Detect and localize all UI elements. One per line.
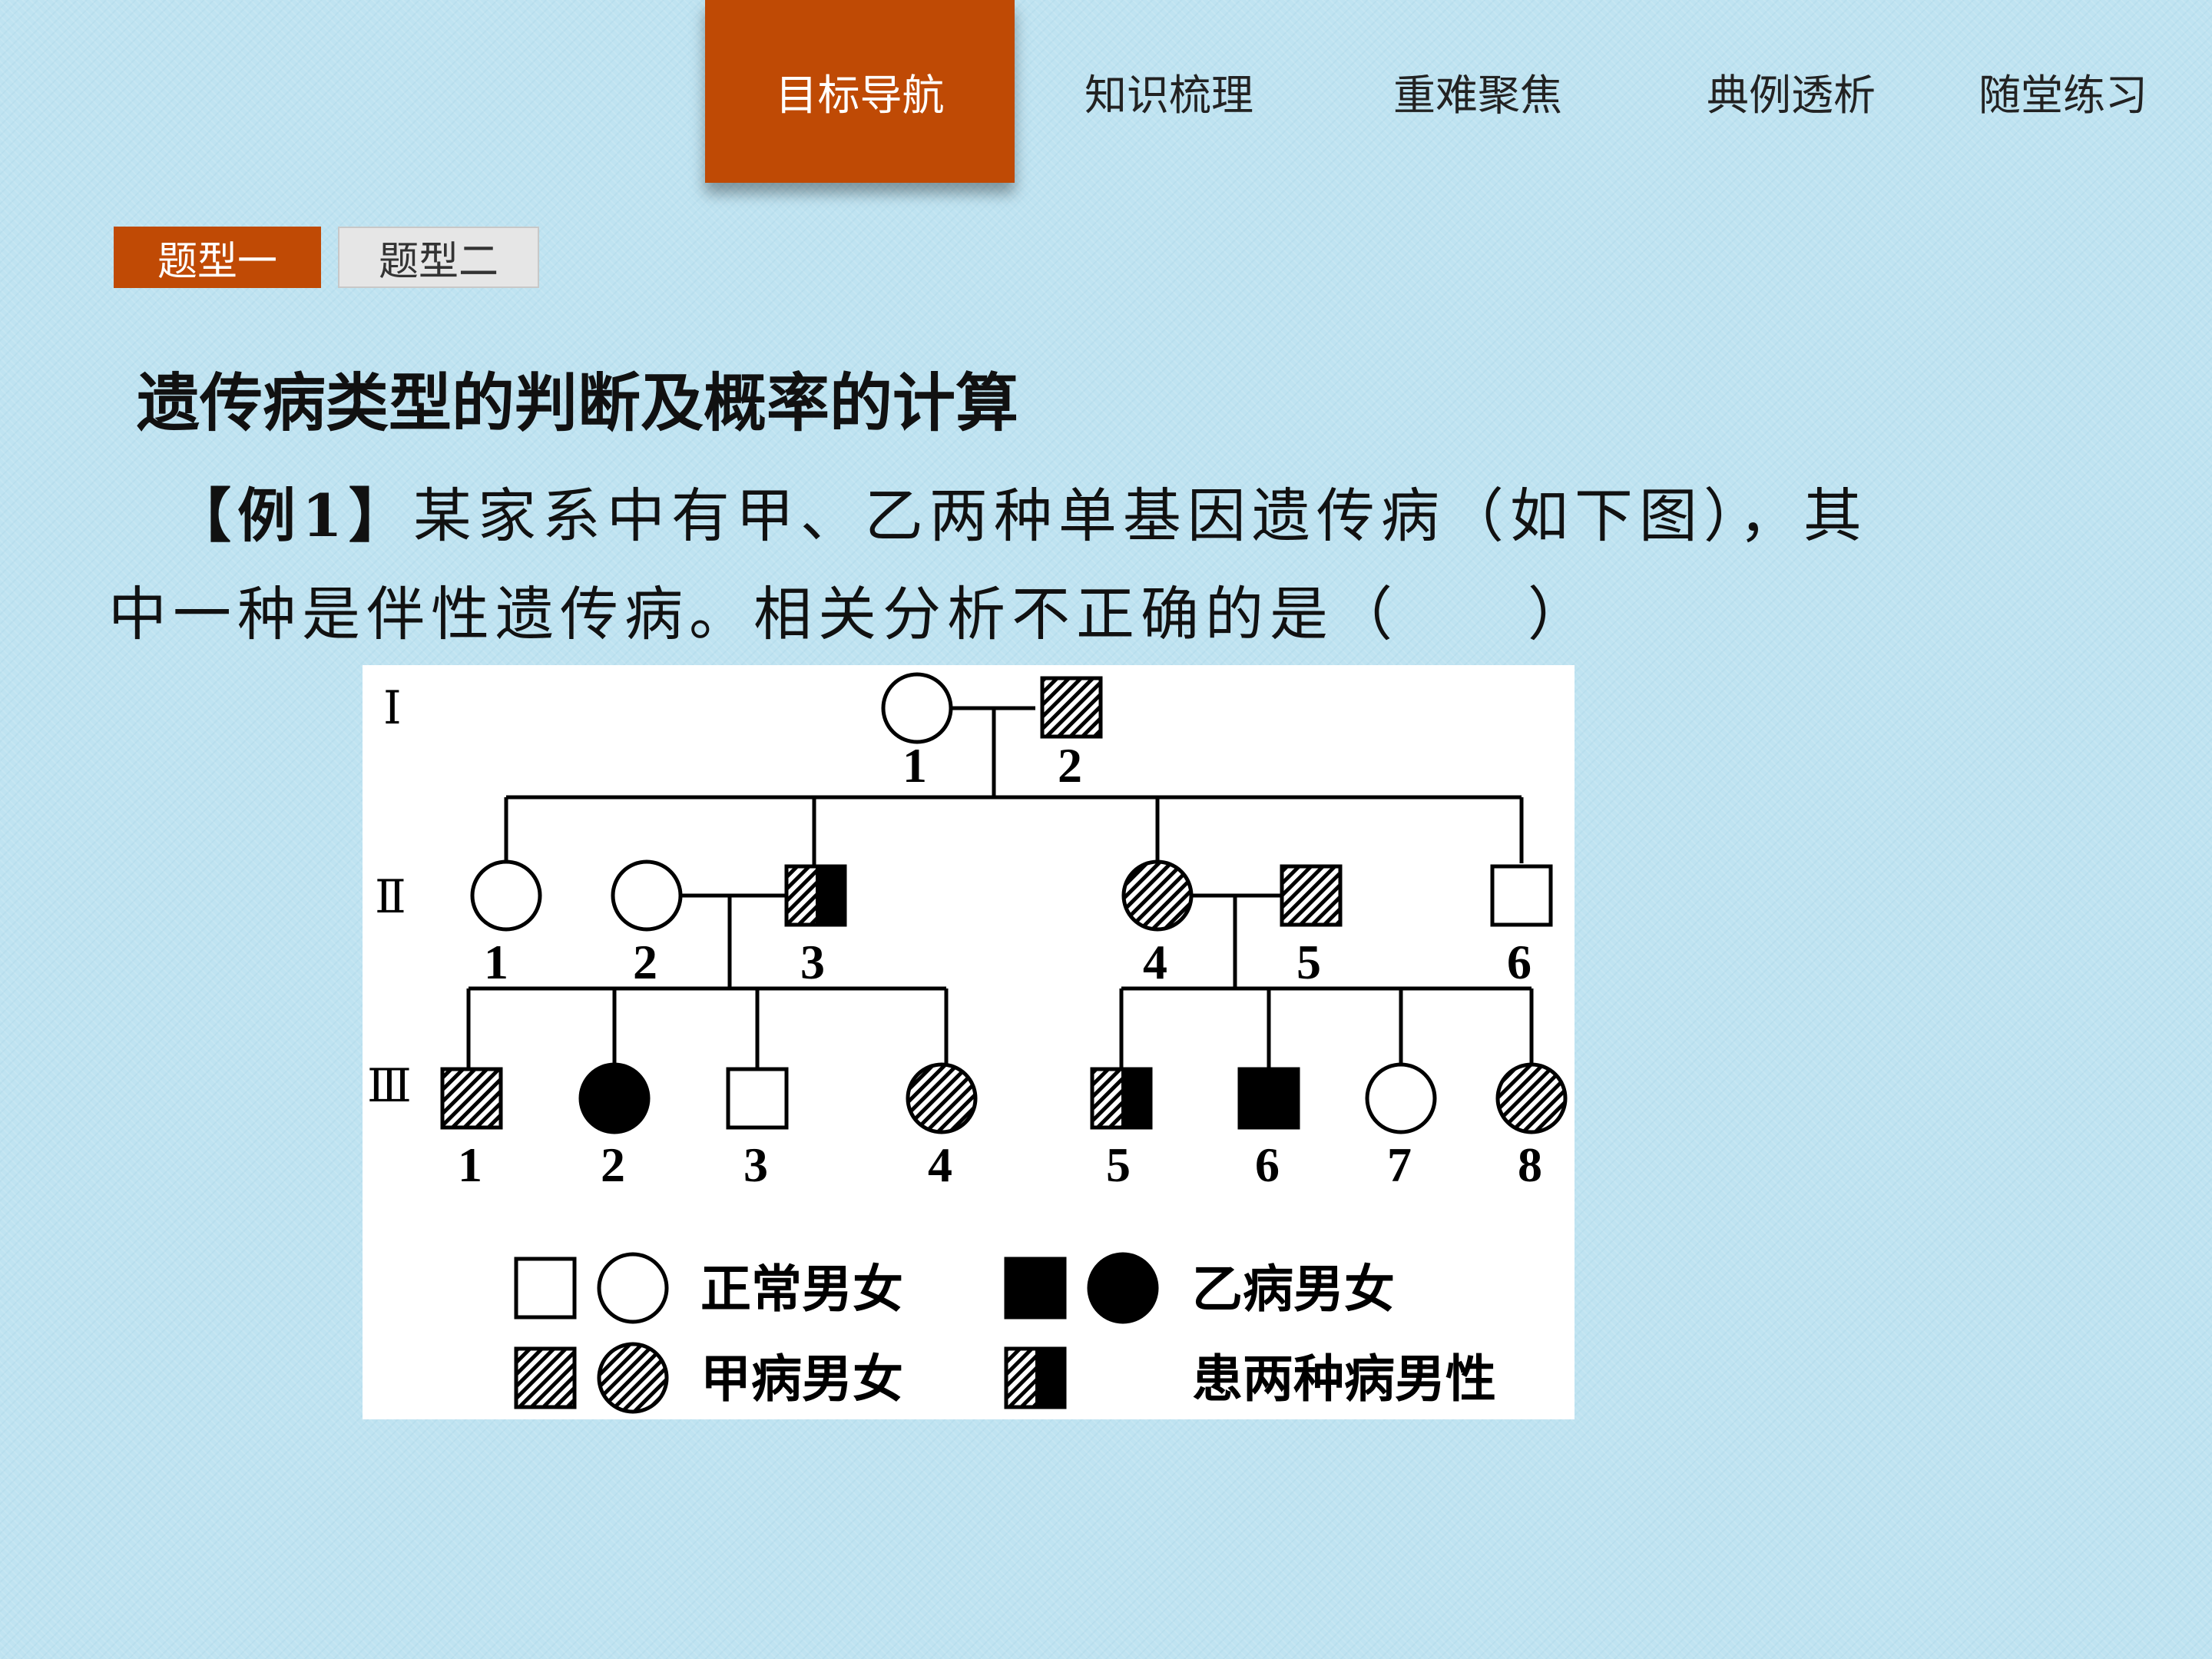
- pedigree-figure: Ⅰ Ⅱ Ⅲ 1 2 1 2 3 4 5 6 1 2 3 4 5 6 7 8 正常…: [363, 665, 1575, 1419]
- individual-III7-normal-female: [1365, 1062, 1437, 1134]
- individual-II3-both-male: [784, 864, 847, 927]
- tab-type-one[interactable]: 题型一: [114, 227, 321, 288]
- gen-label-2: Ⅱ: [375, 870, 406, 924]
- num-III6: 6: [1255, 1137, 1280, 1192]
- individual-II6-normal-male: [1490, 864, 1553, 927]
- gen-label-1: Ⅰ: [383, 681, 402, 735]
- legend-both-male-symbol: [1004, 1346, 1067, 1409]
- num-II4: 4: [1143, 935, 1167, 989]
- nav-item-focus[interactable]: 重难聚焦: [1392, 71, 1562, 120]
- num-II1: 1: [484, 935, 508, 989]
- individual-III1-jia-male: [440, 1067, 503, 1130]
- section-heading: 遗传病类型的判断及概率的计算: [137, 367, 1019, 440]
- nav-item-goals[interactable]: 目标导航: [705, 0, 1015, 183]
- individual-III2-yi-female: [578, 1062, 651, 1134]
- question-text: 【例1】某家系中有甲、乙两种单基因遗传病（如下图），其 中一种是伴性遗传病。相关…: [108, 467, 2008, 664]
- legend: 正常男女 乙病男女 甲病男女 患两种病男性: [514, 1252, 1496, 1414]
- individual-III3-normal-male: [726, 1067, 789, 1130]
- num-II5: 5: [1296, 935, 1321, 989]
- legend-yi-female-symbol: [1087, 1252, 1159, 1324]
- legend-normal-label: 正常男女: [700, 1260, 903, 1319]
- individual-I2-jia-male: [1040, 676, 1103, 739]
- question-text-line1: 某家系中有甲、乙两种单基因遗传病（如下图），其: [412, 482, 1868, 550]
- legend-yi-label: 乙病男女: [1192, 1260, 1395, 1319]
- nav-item-examples[interactable]: 典例透析: [1706, 71, 1876, 120]
- example-label: 【例1】: [173, 482, 413, 550]
- legend-jia-female-symbol: [597, 1342, 669, 1414]
- individual-II1-normal-female: [470, 859, 542, 932]
- legend-yi-male-symbol: [1004, 1257, 1067, 1320]
- num-III2: 2: [601, 1137, 625, 1192]
- legend-both-label: 患两种病男性: [1192, 1349, 1496, 1409]
- legend-jia-male-symbol: [514, 1346, 577, 1409]
- individual-II4-jia-female: [1121, 859, 1194, 932]
- num-II3: 3: [800, 935, 825, 989]
- num-III7: 7: [1387, 1137, 1412, 1192]
- num-I2: 2: [1058, 738, 1082, 793]
- question-line-2: 中一种是伴性遗传病。相关分析不正确的是（ ）: [108, 580, 1592, 648]
- num-II6: 6: [1507, 935, 1532, 989]
- individual-III5-both-male: [1090, 1067, 1153, 1130]
- question-line-1: 【例1】某家系中有甲、乙两种单基因遗传病（如下图），其: [111, 467, 2008, 565]
- num-III3: 3: [743, 1137, 768, 1192]
- num-II2: 2: [633, 935, 657, 989]
- legend-normal-male-symbol: [514, 1257, 577, 1320]
- individual-II5-jia-male: [1280, 864, 1343, 927]
- num-I1: 1: [902, 738, 927, 793]
- pedigree-lines: [466, 706, 1534, 1068]
- num-III1: 1: [458, 1137, 482, 1192]
- legend-jia-label: 甲病男女: [700, 1349, 903, 1409]
- nav-item-knowledge[interactable]: 知识梳理: [1084, 71, 1253, 120]
- individual-I1-normal-female: [881, 672, 953, 744]
- legend-normal-female-symbol: [597, 1252, 669, 1324]
- individual-II2-normal-female: [611, 859, 683, 932]
- tab-type-two[interactable]: 题型二: [338, 227, 539, 288]
- num-III8: 8: [1518, 1137, 1542, 1192]
- num-III4: 4: [928, 1137, 952, 1192]
- individual-III8-jia-female: [1495, 1062, 1568, 1134]
- gen-label-3: Ⅲ: [367, 1059, 412, 1113]
- nav-item-practice[interactable]: 随堂练习: [1978, 71, 2147, 120]
- individual-III6-yi-male: [1237, 1067, 1300, 1130]
- individual-III4-jia-female: [906, 1062, 978, 1134]
- num-III5: 5: [1106, 1137, 1131, 1192]
